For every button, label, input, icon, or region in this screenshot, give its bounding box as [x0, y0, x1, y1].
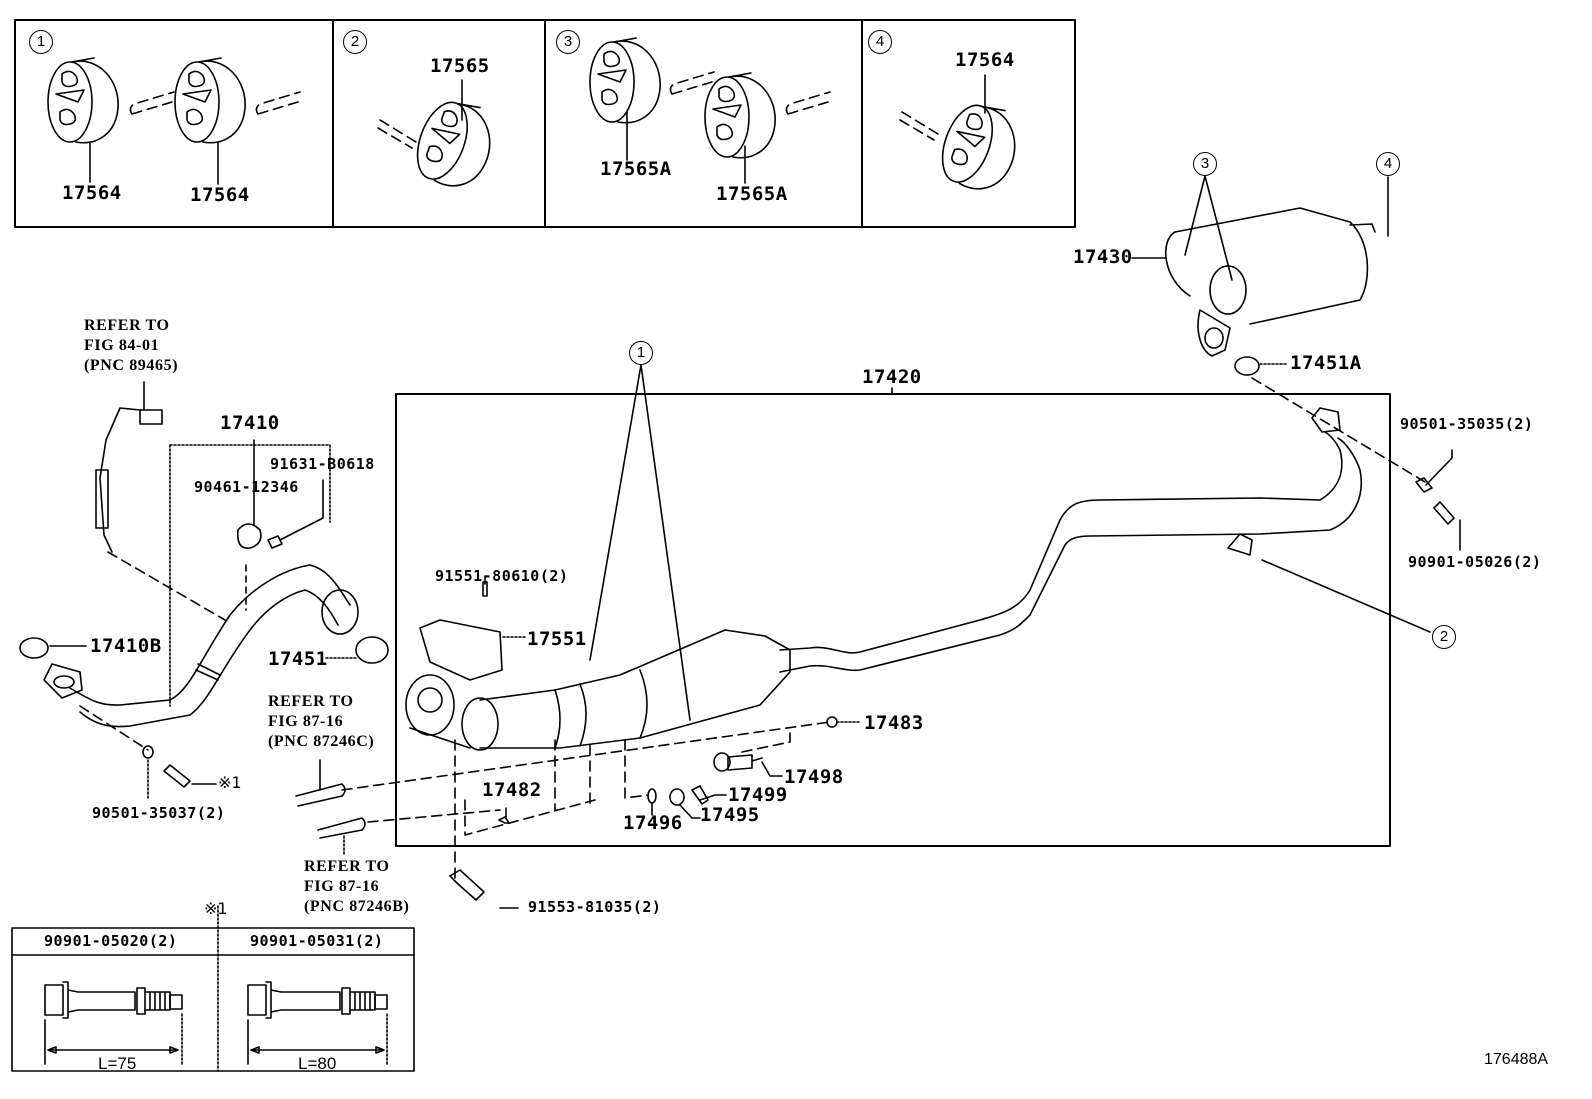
- pin-1b: [255, 91, 301, 115]
- bolt-17482: [498, 816, 510, 824]
- part-label-17564-a[interactable]: 17564: [62, 182, 122, 204]
- hanger-17565a-a: [589, 37, 661, 124]
- bolt-table-mark: ※1: [204, 899, 228, 918]
- leader-callout-2: [1261, 559, 1431, 633]
- bolt-90901: [163, 764, 191, 788]
- leader-90501-35035: [1425, 449, 1453, 486]
- part-label-17564-c[interactable]: 17564: [955, 49, 1015, 71]
- callout-4[interactable]: 4: [1376, 152, 1400, 176]
- part-label-17495[interactable]: 17495: [700, 804, 760, 826]
- hanger-17564-a: [47, 57, 119, 144]
- part-label-17420[interactable]: 17420: [862, 366, 922, 388]
- gasket-17410b: [19, 637, 49, 659]
- bolt-length-l80: L=80: [298, 1054, 337, 1073]
- part-label-91553-81035[interactable]: 91553-81035(2): [528, 898, 662, 916]
- bolt-table-frame: [11, 905, 415, 1072]
- clamp-90461: [236, 523, 262, 549]
- leader-callout-1: [589, 364, 691, 721]
- part-label-17565[interactable]: 17565: [430, 55, 490, 77]
- part-label-90501-35035[interactable]: 90501-35035(2): [1400, 415, 1534, 433]
- figure-number: 176488A: [1484, 1051, 1549, 1068]
- hanger-17565: [406, 91, 504, 197]
- front-pipe-17410: [43, 564, 359, 728]
- nut-90501-35035: [1415, 477, 1433, 493]
- detail-boxes-frame: [14, 19, 1076, 228]
- reference-fig-87-16-87246c[interactable]: REFER TO FIG 87-16 (PNC 87246C): [268, 693, 375, 750]
- gasket-17451a: [1234, 356, 1260, 376]
- part-label-17564-b[interactable]: 17564: [190, 184, 250, 206]
- gasket-17451: [355, 636, 389, 664]
- bolt-91631: [267, 535, 283, 549]
- bolt-length-l75: L=75: [98, 1054, 137, 1073]
- leader-91631: [279, 479, 324, 541]
- part-label-17430[interactable]: 17430: [1073, 246, 1133, 268]
- leader-17495: [679, 804, 701, 819]
- callout-3-detail[interactable]: 3: [556, 30, 580, 54]
- bolt-drawing-l75: [44, 981, 183, 1065]
- bolt-drawing-l80: [247, 981, 388, 1065]
- callout-1[interactable]: 1: [629, 341, 653, 365]
- part-label-17410b[interactable]: 17410B: [90, 635, 162, 657]
- part-label-17482[interactable]: 17482: [482, 779, 542, 801]
- part-label-91551-80610[interactable]: 91551-80610(2): [435, 567, 569, 585]
- reference-fig-87-16-87246b[interactable]: REFER TO FIG 87-16 (PNC 87246B): [304, 858, 410, 915]
- pin-2: [377, 119, 417, 149]
- part-label-90461-12346[interactable]: 90461-12346: [194, 478, 299, 496]
- hanger-bracket: [1227, 533, 1253, 556]
- pin-4: [899, 111, 939, 141]
- part-label-17410[interactable]: 17410: [220, 412, 280, 434]
- callout-1-detail[interactable]: 1: [29, 30, 53, 54]
- nut-90501-35037: [142, 745, 154, 759]
- reference-fig-84-01[interactable]: REFER TO FIG 84-01 (PNC 89465): [84, 317, 179, 374]
- bolt-dashed-line: [79, 705, 149, 751]
- bolt-90901-05026: [1433, 501, 1455, 525]
- part-label-17451a[interactable]: 17451A: [1290, 352, 1362, 374]
- note-mark-1: ※1: [218, 773, 242, 792]
- pin-3a: [669, 71, 715, 95]
- part-label-17551[interactable]: 17551: [527, 628, 587, 650]
- assembly-dashed-lines: [341, 721, 831, 881]
- part-label-17565a-a[interactable]: 17565A: [600, 158, 672, 180]
- sensor-dashed-line: [107, 551, 226, 621]
- bracket-17410: [169, 444, 331, 523]
- oxygen-sensor: [95, 407, 163, 553]
- pin-3b: [785, 91, 831, 115]
- part-label-17498[interactable]: 17498: [784, 766, 844, 788]
- callout-4-detail[interactable]: 4: [868, 30, 892, 54]
- part-label-17483[interactable]: 17483: [864, 712, 924, 734]
- heat-insulator-17551: [419, 619, 503, 681]
- leader-17499: [699, 794, 727, 801]
- hanger-17564-c: [931, 94, 1029, 200]
- leader-callout-3: [1184, 175, 1233, 281]
- bolt-table-header-1[interactable]: 90901-05020(2): [44, 932, 178, 950]
- callout-2-detail[interactable]: 2: [343, 30, 367, 54]
- bolt-table-header-2[interactable]: 90901-05031(2): [250, 932, 384, 950]
- muffler-17430: [1164, 207, 1376, 357]
- part-label-90501-35037[interactable]: 90501-35037(2): [92, 804, 226, 822]
- pin-1a: [129, 91, 175, 115]
- part-label-90901-05026[interactable]: 90901-05026(2): [1408, 553, 1542, 571]
- part-label-17565a-b[interactable]: 17565A: [716, 183, 788, 205]
- part-label-17499[interactable]: 17499: [728, 784, 788, 806]
- part-label-17496[interactable]: 17496: [623, 812, 683, 834]
- part-label-91631-b0618[interactable]: 91631-B0618: [270, 455, 375, 473]
- catalytic-converter: [405, 629, 791, 751]
- muffler-dashed-line: [1251, 377, 1426, 483]
- ref-pipe-87246c: [295, 783, 346, 807]
- callout-3[interactable]: 3: [1193, 152, 1217, 176]
- assembly-17420-frame: [395, 393, 1391, 847]
- hanger-17565a-b: [704, 72, 776, 159]
- bolt-91553: [449, 869, 485, 901]
- main-tail-pipe: [779, 407, 1362, 673]
- hanger-17564-b: [174, 57, 246, 144]
- part-label-17451[interactable]: 17451: [268, 648, 328, 670]
- callout-2[interactable]: 2: [1432, 625, 1456, 649]
- ref-pipe-87246b: [317, 817, 366, 839]
- leader-17498: [761, 761, 783, 777]
